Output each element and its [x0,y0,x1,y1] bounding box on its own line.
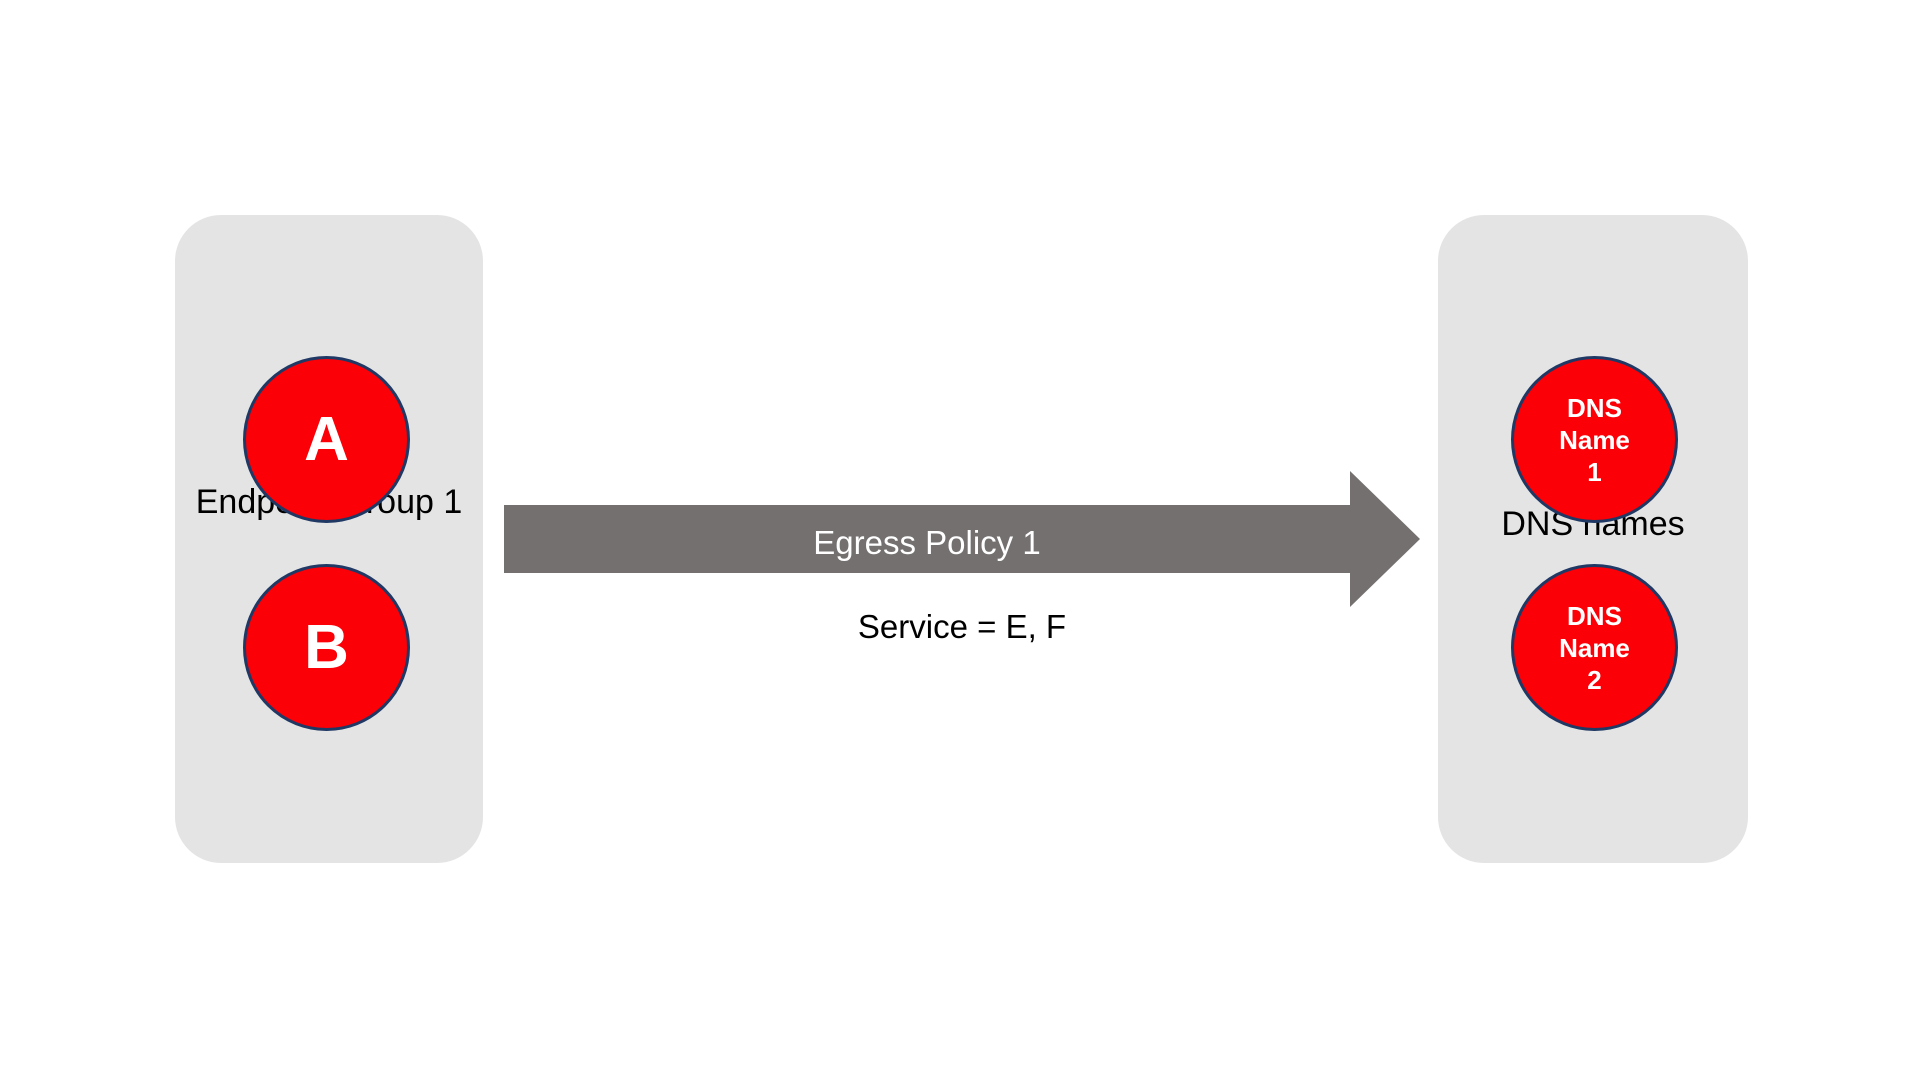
dns-name-node-1-label: DNS Name 1 [1559,392,1630,487]
dns-name-node-1[interactable]: DNS Name 1 [1511,356,1678,523]
endpoint-group-panel: Endpoint Group 1 [175,215,483,863]
dns-name-node-2-label: DNS Name 2 [1559,600,1630,695]
egress-policy-arrow-icon [504,471,1420,607]
endpoint-node-a-label: A [304,404,349,474]
endpoint-node-a[interactable]: A [243,356,410,523]
allowed-dns-names-panel: Allowed DNS names [1438,215,1748,863]
egress-policy-condition: Service = E, F [857,608,1067,645]
endpoint-node-b[interactable]: B [243,564,410,731]
egress-policy-label: Egress Policy 1 [813,524,1041,561]
endpoint-node-b-label: B [304,612,349,682]
dns-name-node-2[interactable]: DNS Name 2 [1511,564,1678,731]
